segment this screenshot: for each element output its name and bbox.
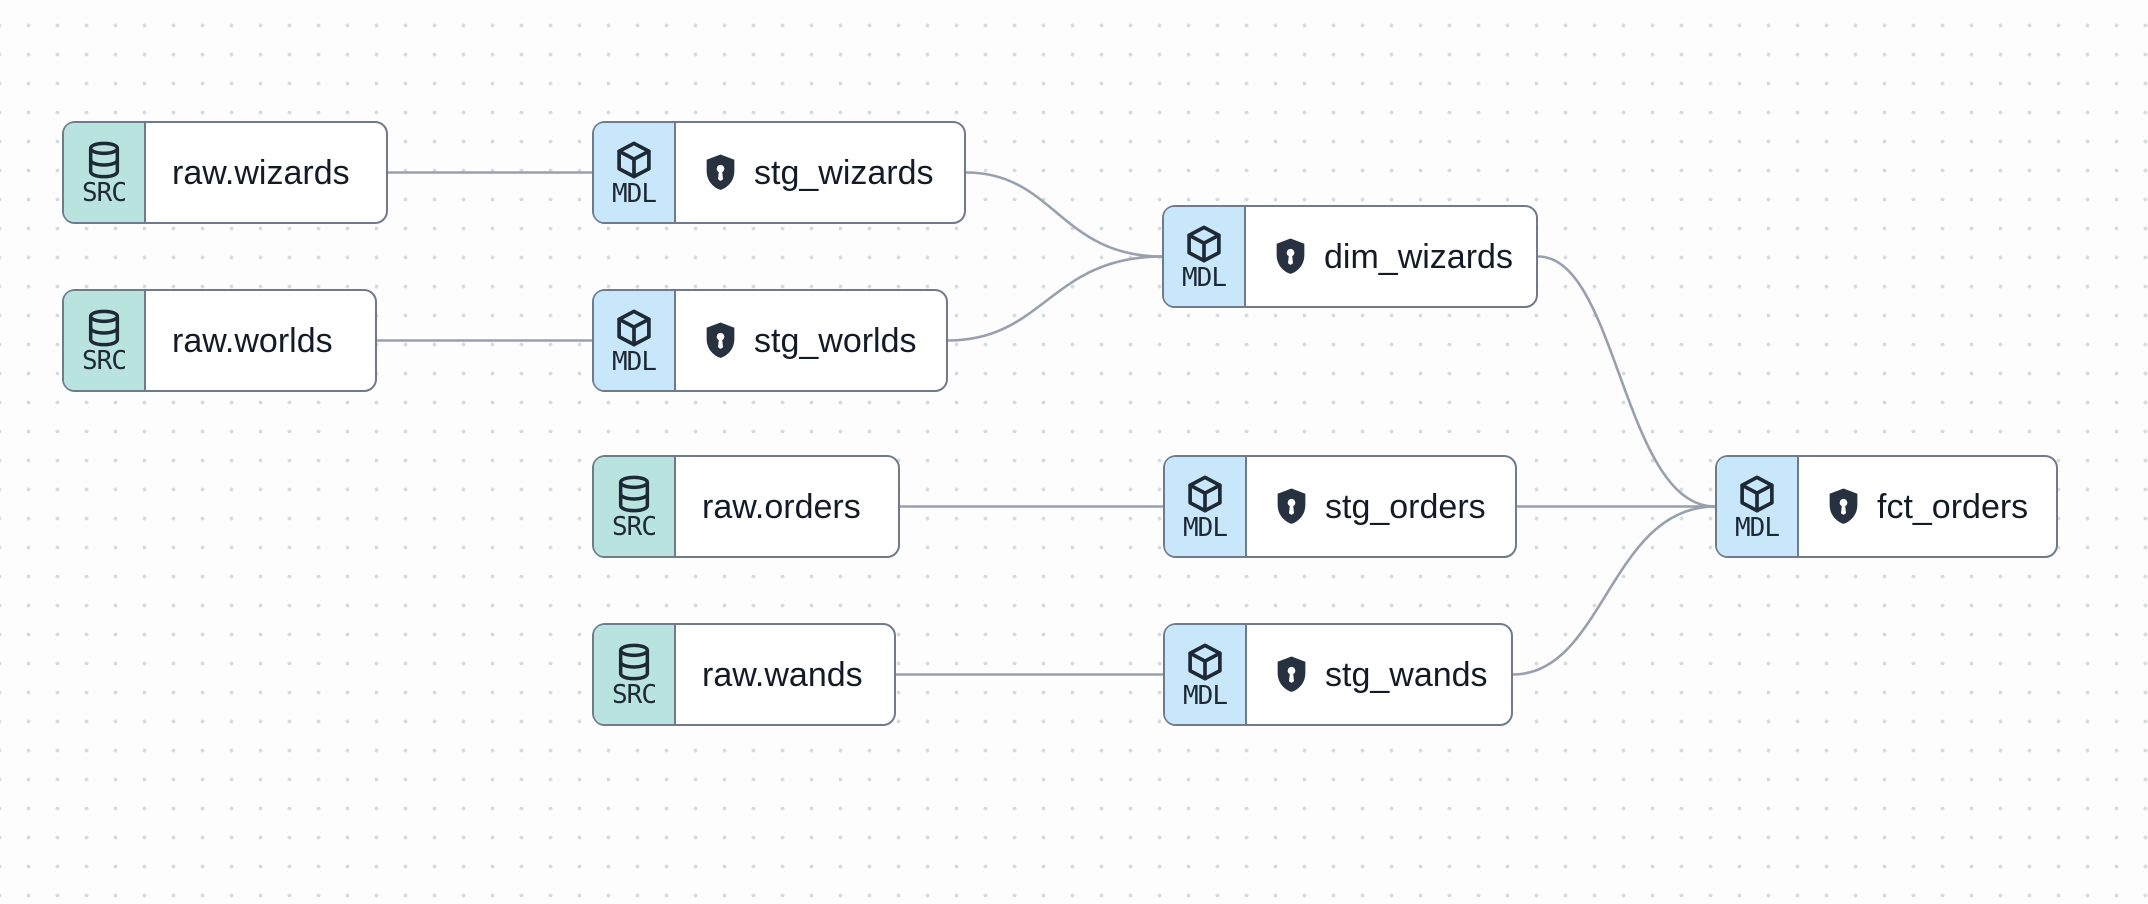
- cube-icon: [613, 307, 655, 349]
- contract-shield-icon: [1276, 238, 1305, 274]
- node-body: raw.wizards: [146, 123, 386, 222]
- node-stg_wands[interactable]: MDL stg_wands: [1163, 623, 1513, 726]
- node-label: stg_orders: [1325, 487, 1486, 526]
- node-raw_wizards[interactable]: SRC raw.wizards: [62, 121, 388, 224]
- node-type-cell: MDL: [1717, 457, 1799, 556]
- edge-stg_worlds-to-dim_wizards: [947, 255, 1163, 342]
- node-raw_wands[interactable]: SRC raw.wands: [592, 623, 896, 726]
- edge-stg_wands-to-fct_orders: [1512, 505, 1716, 676]
- node-stg_wizards[interactable]: MDL stg_wizards: [592, 121, 966, 224]
- node-label: raw.worlds: [172, 321, 333, 360]
- node-type-cell: MDL: [594, 291, 676, 390]
- database-icon: [84, 308, 124, 348]
- node-type-cell: SRC: [594, 625, 676, 724]
- contract-shield-icon: [1829, 488, 1858, 524]
- node-type-badge: SRC: [82, 178, 127, 209]
- node-body: stg_worlds: [676, 291, 946, 390]
- node-label: stg_wands: [1325, 655, 1488, 694]
- node-type-cell: SRC: [594, 457, 676, 556]
- node-body: raw.worlds: [146, 291, 375, 390]
- node-body: raw.wands: [676, 625, 894, 724]
- cube-icon: [1184, 473, 1226, 515]
- node-dim_wizards[interactable]: MDL dim_wizards: [1162, 205, 1538, 308]
- node-stg_worlds[interactable]: MDL stg_worlds: [592, 289, 948, 392]
- node-type-cell: MDL: [1164, 207, 1246, 306]
- node-body: raw.orders: [676, 457, 898, 556]
- node-body: fct_orders: [1799, 457, 2056, 556]
- node-raw_worlds[interactable]: SRC raw.worlds: [62, 289, 377, 392]
- node-type-badge: MDL: [1182, 263, 1227, 294]
- node-type-cell: MDL: [1165, 457, 1247, 556]
- node-type-badge: SRC: [82, 346, 127, 377]
- node-type-badge: MDL: [1735, 513, 1780, 544]
- node-body: stg_wizards: [676, 123, 964, 222]
- node-type-badge: SRC: [612, 512, 657, 543]
- node-label: stg_wizards: [754, 153, 934, 192]
- node-body: dim_wizards: [1246, 207, 1536, 306]
- node-type-cell: SRC: [64, 291, 146, 390]
- database-icon: [614, 474, 654, 514]
- node-type-badge: MDL: [612, 347, 657, 378]
- node-label: dim_wizards: [1324, 237, 1513, 276]
- node-type-badge: MDL: [1183, 513, 1228, 544]
- cube-icon: [1184, 641, 1226, 683]
- node-body: stg_wands: [1247, 625, 1511, 724]
- node-type-cell: MDL: [594, 123, 676, 222]
- contract-shield-icon: [1277, 488, 1306, 524]
- database-icon: [84, 140, 124, 180]
- database-icon: [614, 642, 654, 682]
- node-label: raw.wizards: [172, 153, 350, 192]
- node-label: raw.wands: [702, 655, 863, 694]
- node-stg_orders[interactable]: MDL stg_orders: [1163, 455, 1517, 558]
- node-label: fct_orders: [1877, 487, 2029, 526]
- node-type-cell: SRC: [64, 123, 146, 222]
- node-body: stg_orders: [1247, 457, 1515, 556]
- contract-shield-icon: [706, 154, 735, 190]
- cube-icon: [1736, 473, 1778, 515]
- node-type-cell: MDL: [1165, 625, 1247, 724]
- node-type-badge: MDL: [1183, 681, 1228, 712]
- edge-stg_wizards-to-dim_wizards: [965, 171, 1163, 258]
- node-label: raw.orders: [702, 487, 861, 526]
- node-type-badge: MDL: [612, 179, 657, 210]
- cube-icon: [613, 139, 655, 181]
- edge-dim_wizards-to-fct_orders: [1537, 255, 1716, 508]
- node-raw_orders[interactable]: SRC raw.orders: [592, 455, 900, 558]
- node-label: stg_worlds: [754, 321, 917, 360]
- contract-shield-icon: [1277, 656, 1306, 692]
- node-type-badge: SRC: [612, 680, 657, 711]
- node-fct_orders[interactable]: MDL fct_orders: [1715, 455, 2058, 558]
- cube-icon: [1183, 223, 1225, 265]
- contract-shield-icon: [706, 322, 735, 358]
